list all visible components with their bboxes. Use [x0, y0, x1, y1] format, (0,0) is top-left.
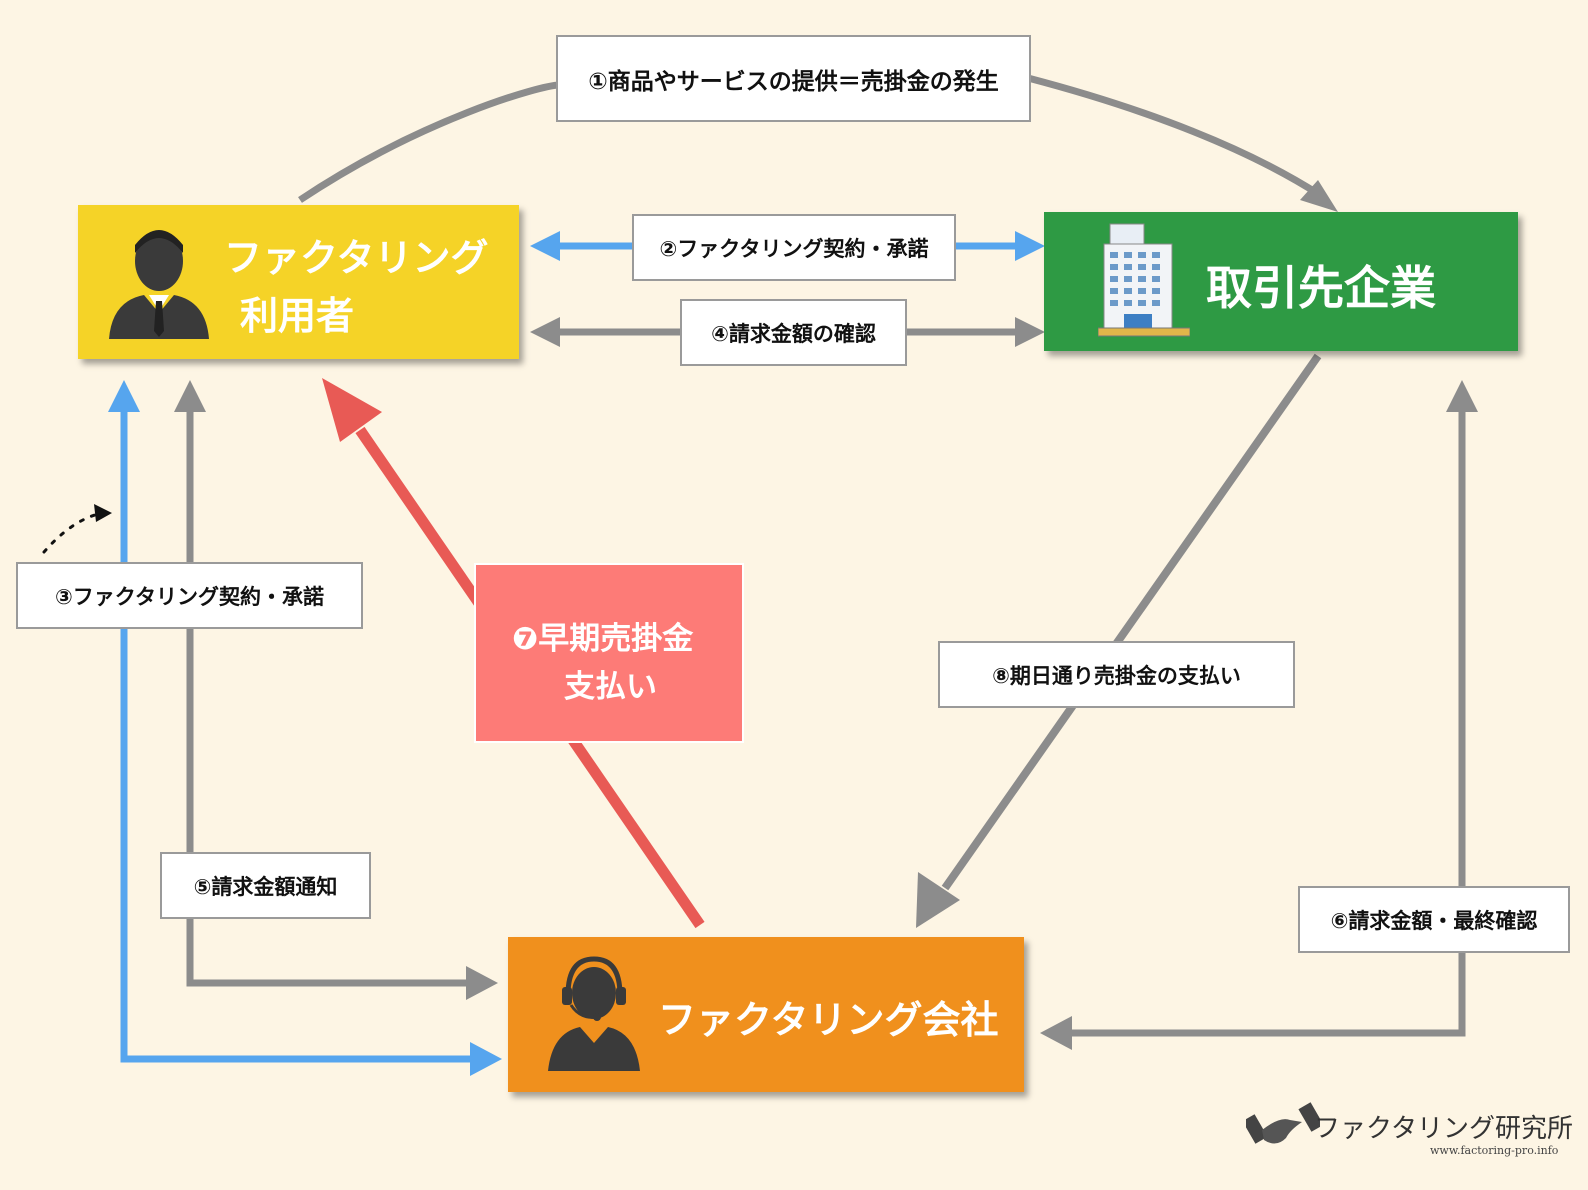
handshake-icon [1246, 1102, 1320, 1144]
arrow-step4-left-head [530, 317, 560, 347]
step1-label: ①商品やサービスの提供＝売掛金の発生 [556, 35, 1031, 122]
step4-label: ④請求金額の確認 [680, 299, 907, 366]
step8-label: ⑧期日通り売掛金の支払い [938, 641, 1295, 708]
logo-url: www.factoring-pro.info [1430, 1144, 1559, 1157]
dotted-arrow [42, 512, 100, 554]
arrow-step5-bottom-head [466, 966, 498, 1000]
arrow-step2-right-head [1015, 231, 1045, 261]
user-box: ファクタリング 利用者 [78, 205, 519, 359]
arrow-step1-head [1300, 180, 1338, 212]
arrow-step8 [941, 353, 1322, 891]
step6-label: ⑥請求金額・最終確認 [1298, 886, 1570, 953]
arrow-step8-head [916, 872, 960, 928]
factoring-company-box: ファクタリング会社 [508, 937, 1024, 1092]
office-building-icon [1098, 223, 1190, 337]
logo-name: ファクタリング研究所 [1314, 1114, 1573, 1144]
business-person-icon [109, 230, 209, 339]
step5-label: ⑤請求金額通知 [160, 852, 371, 919]
arrow-step6-left-head [1040, 1016, 1072, 1050]
arrow-step2-left-head [530, 231, 560, 261]
arrow-step1 [298, 81, 561, 203]
arrow-step1-tail [1027, 74, 1322, 198]
dotted-arrow-head [94, 504, 112, 522]
headset-operator-icon [548, 956, 640, 1071]
step7-box: ❼早期売掛金 支払い [474, 563, 744, 743]
client-title: 取引先企業 [1206, 261, 1436, 315]
step7-line2: 支払い [564, 669, 657, 705]
site-logo: ファクタリング研究所 www.factoring-pro.info [1246, 1100, 1573, 1166]
step7-line1: ❼早期売掛金 [512, 621, 694, 657]
arrow-step7-head [322, 378, 382, 442]
user-title-line2: 利用者 [240, 294, 355, 338]
arrow-step3-head [108, 380, 140, 412]
arrow-step5-head [174, 380, 206, 412]
arrow-step4-right-head [1015, 317, 1045, 347]
arrow-step6 [1070, 412, 1466, 1037]
step3-label: ③ファクタリング契約・承諾 [16, 562, 363, 629]
client-box: 取引先企業 [1044, 212, 1518, 351]
user-title-line1: ファクタリング [224, 236, 489, 280]
arrow-step3-bottom-head [470, 1042, 502, 1076]
factoring-company-title: ファクタリング会社 [658, 998, 999, 1042]
arrow-step6-head [1446, 380, 1478, 412]
step2-label: ②ファクタリング契約・承諾 [632, 214, 956, 281]
